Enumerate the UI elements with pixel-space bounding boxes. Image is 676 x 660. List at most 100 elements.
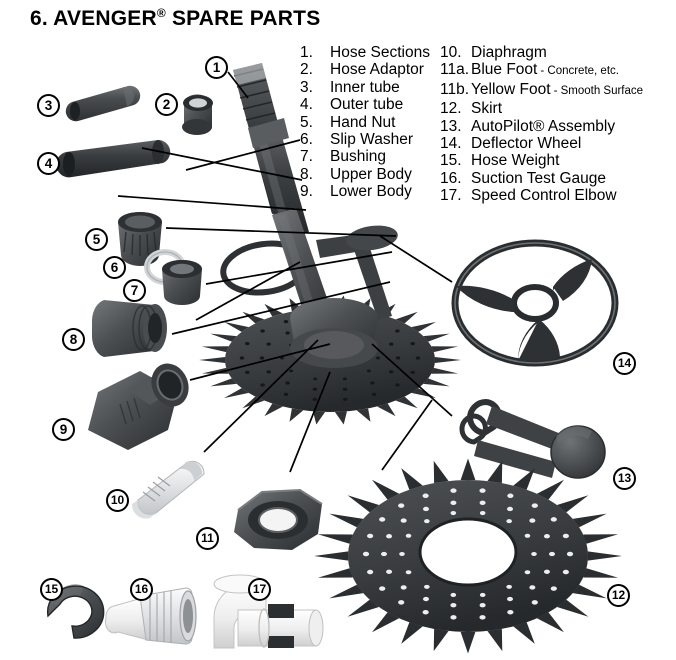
- legend-item: 1.Hose Sections: [300, 44, 430, 61]
- callout-slip-washer[interactable]: 6: [103, 256, 126, 279]
- legend-left-column: 1.Hose Sections 2. Hose Adaptor 3. Inner t…: [300, 44, 430, 201]
- callout-inner-tube[interactable]: 3: [37, 94, 60, 117]
- skirt-perforation: [529, 585, 536, 590]
- legend-number: 10.: [440, 44, 462, 61]
- callout-hand-nut[interactable]: 5: [85, 228, 108, 251]
- skirt-tooth: [371, 612, 400, 633]
- callout-lower-body[interactable]: 9: [52, 418, 75, 441]
- skirt-perforation: [371, 392, 377, 396]
- legend-number: 8.: [300, 165, 313, 183]
- callout-deflector-wheel[interactable]: 14: [613, 352, 636, 375]
- legend-number: 3.: [300, 78, 313, 96]
- part-upper-body: [92, 300, 167, 357]
- skirt-perforation: [362, 551, 370, 557]
- skirt-perforation: [415, 356, 421, 360]
- skirt-tooth: [289, 408, 304, 422]
- legend-label: Hose Adaptor: [330, 61, 424, 79]
- skirt-perforation: [550, 586, 557, 591]
- skirt-perforation: [524, 533, 531, 538]
- callout-hose-adaptor[interactable]: 2: [155, 93, 178, 116]
- callout-autopilot-assembly[interactable]: 13: [613, 467, 636, 490]
- skirt-perforation: [450, 488, 457, 493]
- legend-label: Bushing: [330, 148, 387, 166]
- legend-label: Outer tube: [330, 96, 404, 114]
- skirt-perforation: [266, 370, 271, 374]
- callout-outer-tube[interactable]: 4: [37, 152, 60, 175]
- legend-label: Hose Sections: [330, 44, 430, 61]
- skirt-perforation: [400, 518, 407, 523]
- legend-label: AutoPilot® Assembly: [471, 117, 616, 135]
- skirt-tooth: [401, 622, 423, 644]
- callout-suction-test-gauge[interactable]: 16: [130, 578, 153, 601]
- skirt-perforation: [395, 383, 400, 387]
- skirt-perforation: [366, 369, 371, 373]
- skirt-tooth: [572, 513, 607, 528]
- skirt-tooth: [313, 411, 326, 425]
- skirt-perforation: [424, 584, 430, 589]
- skirt-perforation: [562, 533, 569, 539]
- skirt-tooth: [395, 311, 418, 324]
- legend-number: 14.: [440, 135, 462, 153]
- skirt-tooth: [431, 346, 459, 353]
- legend-label: Diaphragm: [471, 44, 547, 61]
- legend-label: Blue Foot: [471, 61, 538, 79]
- part-speed-control-elbow: [213, 574, 324, 649]
- skirt-perforation: [389, 342, 394, 346]
- callout-diaphragm[interactable]: 10: [106, 489, 129, 512]
- legend-number: 16.: [440, 169, 462, 187]
- legend-item: 7. Bushing: [300, 148, 430, 165]
- legend-number: 5.: [300, 113, 313, 131]
- skirt-perforation: [507, 493, 514, 499]
- legend-item: 15.Hose Weight: [440, 152, 643, 169]
- callout-foot[interactable]: 11: [196, 527, 219, 550]
- skirt-perforation: [386, 569, 393, 574]
- skirt-tooth: [411, 321, 436, 332]
- skirt-perforation: [381, 551, 387, 557]
- skirt-perforation: [259, 356, 265, 360]
- part-deflector-wheel: [451, 239, 619, 367]
- skirt-tooth: [356, 408, 371, 422]
- skirt-perforation: [239, 356, 245, 360]
- skirt-perforation: [422, 493, 429, 499]
- skirt-perforation: [280, 356, 284, 360]
- skirt-perforation: [422, 609, 429, 615]
- legend-item: 12.Skirt: [440, 100, 643, 117]
- callout-bushing[interactable]: 7: [123, 279, 146, 302]
- legend-number: 7.: [300, 148, 313, 166]
- callout-hose-sections[interactable]: 1: [205, 56, 228, 79]
- skirt-perforation: [531, 503, 538, 508]
- callout-skirt[interactable]: 12: [607, 584, 630, 607]
- skirt-perforation: [376, 356, 380, 360]
- legend-number: 2.: [300, 61, 313, 79]
- skirt-tooth: [587, 551, 622, 561]
- legend-label: Skirt: [471, 100, 502, 118]
- skirt-tooth: [460, 631, 476, 654]
- legend-item: 11b.Yellow Foot- Smooth Surface: [440, 81, 643, 100]
- legend-item: 10. Diaphragm: [440, 44, 643, 61]
- legend-right-column: 10.Diaphragm 11a.Blue Foot- Concrete, et…: [440, 44, 643, 205]
- skirt-tooth: [487, 460, 503, 484]
- skirt-perforation: [410, 342, 415, 346]
- legend-item: 6.Slip Washer: [300, 131, 430, 148]
- part-lower-body: [88, 363, 189, 450]
- callout-speed-control-elbow[interactable]: 17: [248, 578, 271, 601]
- skirt-perforation: [379, 517, 386, 522]
- skirt-perforation: [531, 600, 538, 605]
- callout-upper-body[interactable]: 8: [62, 328, 85, 351]
- legend-label: Suction Test Gauge: [471, 169, 606, 187]
- skirt-tooth: [513, 622, 535, 644]
- skirt-tooth: [317, 534, 353, 544]
- callout-hose-weight[interactable]: 15: [40, 578, 63, 601]
- skirt-tooth: [201, 367, 229, 374]
- skirt-perforation: [260, 383, 265, 387]
- skirt-perforation: [386, 534, 393, 539]
- skirt-perforation: [550, 517, 557, 522]
- legend-number: 6.: [300, 131, 313, 149]
- skirt-perforation: [423, 596, 429, 602]
- legend-label: Inner tube: [330, 78, 400, 96]
- skirt-tooth: [329, 584, 364, 599]
- skirt-perforation: [400, 585, 407, 590]
- skirt-perforation: [289, 369, 294, 373]
- skirt-perforation: [410, 370, 415, 374]
- skirt-tooth: [536, 479, 565, 500]
